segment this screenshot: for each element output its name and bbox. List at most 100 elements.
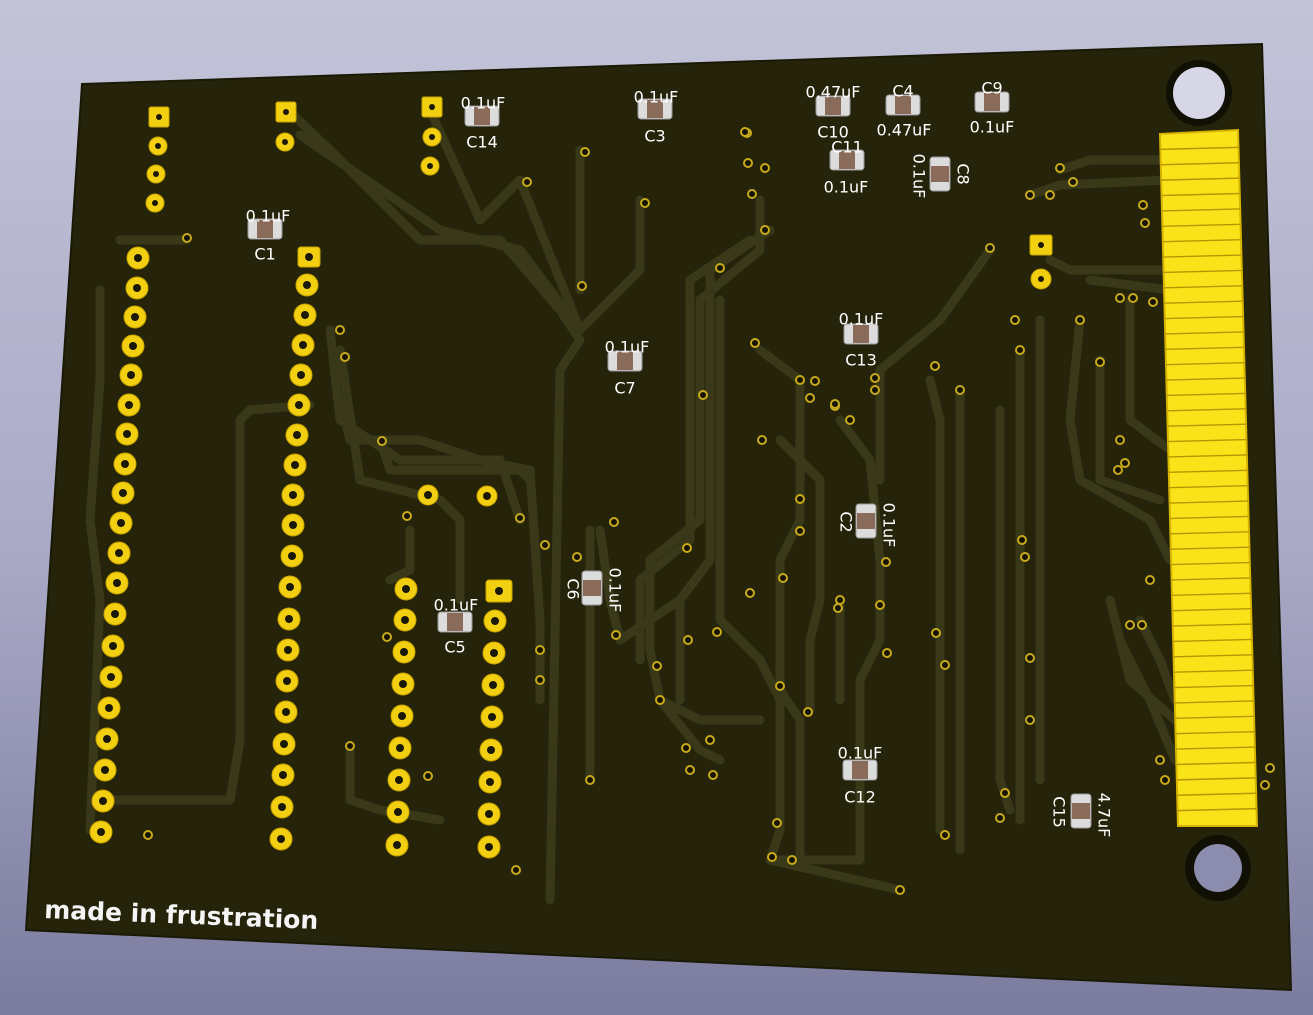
capacitor-ref-label: C14 bbox=[466, 133, 498, 152]
edge-finger-divider bbox=[1165, 361, 1245, 366]
capacitor-ref-label: C12 bbox=[844, 788, 876, 807]
edge-finger-divider bbox=[1174, 684, 1254, 689]
capacitor-body bbox=[257, 220, 273, 238]
capacitor-c11: 0.1uF C11 bbox=[824, 138, 869, 197]
capacitor-body bbox=[984, 93, 1000, 111]
capacitor-body bbox=[1072, 803, 1090, 819]
capacitor-body bbox=[617, 352, 633, 370]
capacitor-c2: 0.1uF C2 bbox=[837, 503, 899, 548]
capacitor-ref-label: C2 bbox=[837, 511, 856, 532]
capacitor-value-label: 0.1uF bbox=[838, 744, 883, 763]
capacitor-value-label: 0.1uF bbox=[434, 596, 479, 615]
edge-finger-divider bbox=[1168, 469, 1248, 474]
capacitor-c12: 0.1uF C12 bbox=[838, 744, 883, 807]
capacitor-ref-label: C1 bbox=[254, 245, 275, 264]
capacitor-body bbox=[474, 107, 490, 125]
edge-finger-divider bbox=[1165, 331, 1244, 335]
edge-finger-divider bbox=[1167, 423, 1247, 427]
capacitor-c9: 0.1uF C9 bbox=[970, 79, 1015, 137]
capacitor-value-label: 0.1uF bbox=[970, 118, 1015, 137]
edge-finger-divider bbox=[1169, 500, 1249, 504]
capacitor-c10: 0.47uF C10 bbox=[806, 83, 861, 142]
edge-finger-divider bbox=[1163, 254, 1242, 258]
capacitor-c1: 0.1uF C1 bbox=[246, 207, 291, 264]
edge-finger-divider bbox=[1161, 177, 1240, 181]
edge-finger-divider bbox=[1173, 669, 1253, 673]
capacitor-body bbox=[895, 96, 911, 114]
capacitor-body bbox=[583, 580, 601, 596]
capacitor-body bbox=[447, 613, 463, 631]
edge-finger-divider bbox=[1160, 146, 1239, 151]
capacitor-value-label: 0.1uF bbox=[839, 310, 884, 329]
edge-finger-divider bbox=[1173, 638, 1252, 643]
capacitor-ref-label: C4 bbox=[892, 82, 913, 101]
edge-finger-divider bbox=[1175, 746, 1255, 750]
edge-finger-divider bbox=[1166, 392, 1246, 397]
capacitor-body bbox=[839, 151, 855, 169]
capacitor-value-label: 0.1uF bbox=[880, 503, 899, 548]
edge-finger-divider bbox=[1162, 238, 1241, 243]
edge-finger-divider bbox=[1163, 285, 1243, 289]
edge-finger-divider bbox=[1175, 715, 1255, 720]
capacitor-value-label: 0.1uF bbox=[824, 178, 869, 197]
capacitor-value-label: 0.1uF bbox=[910, 154, 929, 199]
capacitor-ref-label: C10 bbox=[817, 123, 849, 142]
capacitor-ref-label: C13 bbox=[845, 351, 877, 370]
edge-finger-divider bbox=[1171, 577, 1251, 581]
capacitor-c8: 0.1uF C8 bbox=[910, 154, 973, 199]
edge-finger-divider bbox=[1173, 654, 1253, 658]
capacitor-c7: 0.1uF C7 bbox=[605, 338, 650, 398]
capacitor-body bbox=[852, 761, 868, 779]
edge-finger-divider bbox=[1165, 346, 1244, 350]
capacitor-value-label: 4.7uF bbox=[1095, 793, 1114, 838]
edge-finger-divider bbox=[1174, 700, 1254, 704]
capacitor-value-label: 0.47uF bbox=[806, 83, 861, 102]
capacitor-ref-label: C15 bbox=[1050, 796, 1069, 828]
edge-connector bbox=[1158, 128, 1259, 827]
capacitor-body bbox=[647, 100, 663, 118]
top-headers bbox=[145, 96, 1053, 290]
edge-finger-divider bbox=[1172, 623, 1252, 627]
edge-finger-divider bbox=[1177, 807, 1257, 812]
capacitor-c5: 0.1uF C5 bbox=[434, 596, 479, 657]
edge-finger-divider bbox=[1176, 777, 1256, 781]
capacitor-body bbox=[825, 97, 841, 115]
mounting-holes bbox=[1166, 60, 1251, 901]
edge-finger-divider bbox=[1170, 546, 1250, 550]
edge-finger-divider bbox=[1172, 608, 1252, 612]
edge-finger-divider bbox=[1167, 408, 1246, 412]
capacitor-value-label: 0.1uF bbox=[605, 338, 650, 357]
capacitor-ref-label: C7 bbox=[614, 379, 635, 398]
capacitor-ref-label: C3 bbox=[644, 127, 665, 146]
edge-finger-divider bbox=[1170, 531, 1249, 535]
edge-finger-divider bbox=[1169, 515, 1249, 520]
edge-finger-divider bbox=[1160, 162, 1239, 166]
edge-finger-divider bbox=[1161, 208, 1241, 212]
edge-finger-divider bbox=[1169, 484, 1248, 489]
edge-finger-divider bbox=[1177, 792, 1257, 796]
edge-finger-divider bbox=[1168, 454, 1247, 458]
capacitor-value-label: 0.1uF bbox=[606, 568, 625, 613]
capacitor-body bbox=[857, 513, 875, 529]
pcb-board bbox=[24, 42, 1293, 992]
capacitor-ref-label: C5 bbox=[444, 638, 465, 657]
edge-finger-divider bbox=[1161, 192, 1240, 197]
edge-finger-divider bbox=[1171, 592, 1251, 597]
edge-finger-divider bbox=[1171, 561, 1250, 566]
capacitor-body bbox=[931, 166, 949, 182]
capacitor-c15: 4.7uF C15 bbox=[1050, 793, 1114, 838]
capacitor-value-label: 0.1uF bbox=[461, 94, 506, 113]
edge-finger-divider bbox=[1166, 377, 1245, 381]
edge-finger-divider bbox=[1175, 731, 1255, 735]
edge-finger-divider bbox=[1176, 761, 1256, 766]
capacitor-ref-label: C11 bbox=[831, 138, 863, 157]
edge-finger-divider bbox=[1164, 300, 1243, 304]
edge-finger-divider bbox=[1164, 315, 1244, 320]
capacitor-ref-label: C9 bbox=[981, 79, 1002, 98]
capacitor-c14: 0.1uF C14 bbox=[461, 94, 506, 152]
capacitor-value-label: 0.1uF bbox=[246, 207, 291, 226]
capacitor-ref-label: C8 bbox=[954, 163, 973, 184]
